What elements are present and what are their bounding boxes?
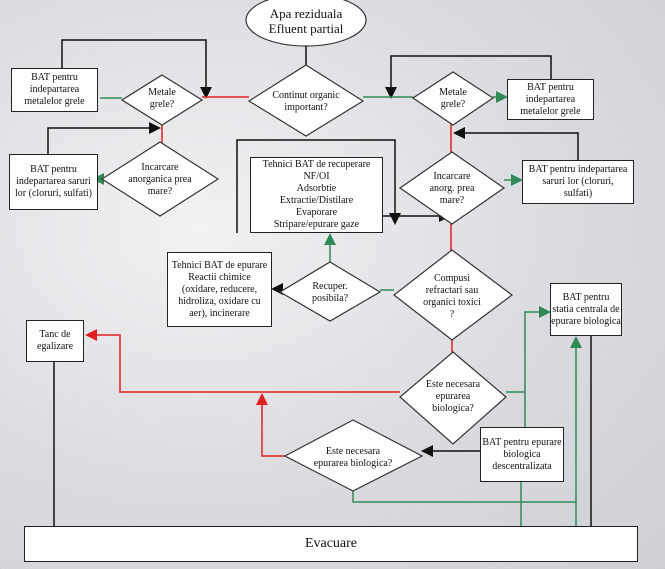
start-line2: Efluent partial [268,21,344,36]
decision-bio-right: Este necesara epurarea biologica? [425,379,481,414]
decision-incarcare-left: Incarcare anorganica prea mare? [128,162,192,197]
box-tanc-egalizare: Tanc de egalizare [26,320,84,362]
epurare-title: Tehnici BAT de epurare [171,259,268,271]
box-saruri-right: BAT pentru indepartarea saruri lor (clor… [522,160,634,204]
box-metale-left: BAT pentru indepartarea metalelor grele [11,68,98,112]
box-saruri-left: BAT pentru indepartarea saruri lor (clor… [9,154,98,210]
box-epurare: Tehnici BAT de epurare Reactii chimice (… [167,252,272,327]
decision-recuper: Recuper. posibila? [311,281,349,304]
epurare-detail: Reactii chimice (oxidare, reducere, hidr… [178,271,261,319]
decision-incarcare-right: Incarcare anorg. prea mare? [429,171,475,206]
start-ellipse [245,0,367,47]
box-metale-right: BAT pentru indepartarea metalelor grele [507,79,594,120]
decision-bio-left: Este necesara epurarea biologica? [313,446,393,469]
recuperare-item: NF/OI [303,171,330,182]
start-node: Apa reziduala Efluent partial [256,0,356,42]
recuperare-item: Stripare/epurare gaze [273,219,360,230]
decision-metale-left: Metale grele? [148,87,176,110]
decision-continut-organic: Continut organic important? [272,90,340,113]
recuperare-title: Tehnici BAT de recuperare [262,159,371,170]
box-recuperare: Tehnici BAT de recuperare NF/OI Adsorbti… [250,157,383,233]
box-evacuare: Evacuare [24,526,638,562]
decision-compusi: Compusi refractari sau organici toxici ? [423,273,481,320]
box-descentralizata: BAT pentru epurare biologica descentrali… [480,427,564,482]
recuperare-item: Extractie/Distilare [279,195,354,206]
recuperare-item: Evaporare [295,207,338,218]
box-statia-centrala: BAT pentru statia centrala de epurare bi… [550,283,622,336]
start-line1: Apa reziduala [269,6,343,21]
decision-metale-right: Metale grele? [439,87,467,110]
recuperare-item: Adsorbtie [296,183,337,194]
